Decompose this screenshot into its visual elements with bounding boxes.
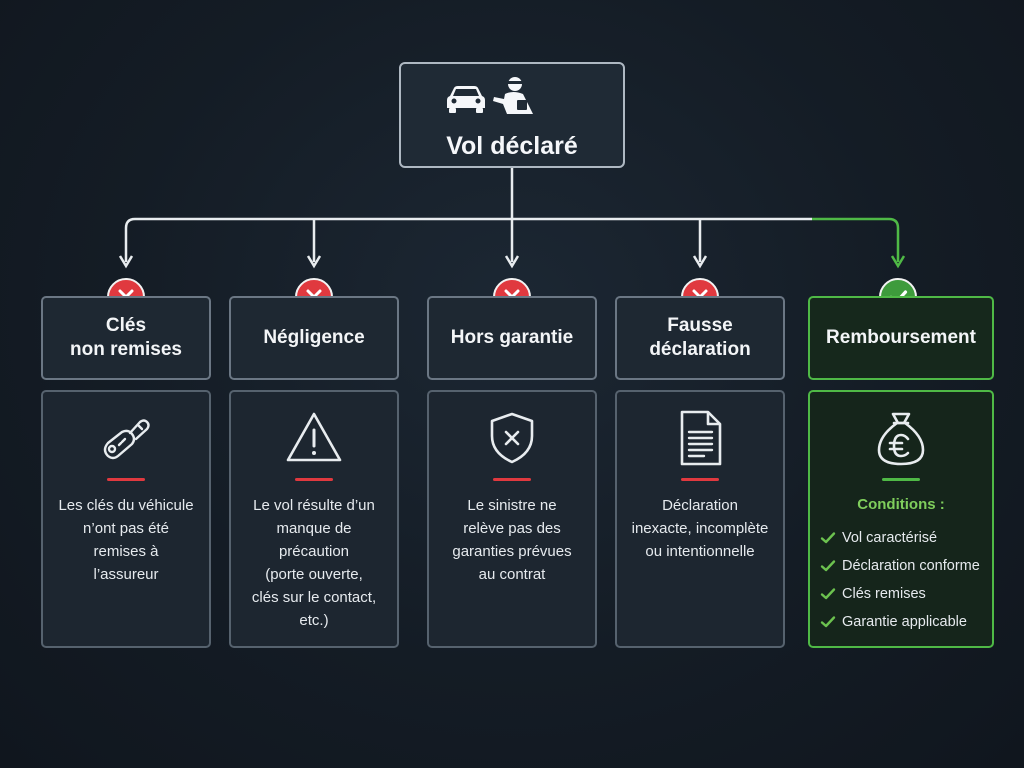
outcome-card-remboursement: Conditions : Vol caractérisé Déclaration… (808, 390, 994, 648)
outcome-description: Les clés du véhicule n’ont pas été remis… (58, 497, 194, 583)
divider (107, 478, 145, 481)
outcome-title-cles-non-remises: Clés non remises (41, 296, 211, 380)
condition-label: Garantie applicable (842, 614, 967, 630)
outcome-title-hors-garantie: Hors garantie (427, 296, 597, 380)
check-icon (820, 588, 836, 600)
condition-item: Déclaration conforme (820, 552, 980, 580)
thief-icon (493, 77, 533, 114)
outcome-description: Le vol résulte d’un manque de précaution… (251, 497, 377, 629)
document-icon (680, 410, 722, 466)
outcome-card-cles-non-remises: Les clés du véhicule n’ont pas été remis… (41, 390, 211, 648)
outcome-card-fausse-declaration: Déclaration inexacte, incomplète ou inte… (615, 390, 785, 648)
root-node: Vol déclaré (399, 62, 625, 168)
car-key-icon (103, 419, 150, 460)
divider (493, 478, 531, 481)
divider (295, 478, 333, 481)
check-icon (820, 532, 836, 544)
outcome-card-hors-garantie: Le sinistre ne relève pas des garanties … (427, 390, 597, 648)
root-icons (447, 77, 533, 114)
condition-item: Vol caractérisé (820, 524, 980, 552)
conditions-list: Vol caractérisé Déclaration conforme Clé… (820, 524, 980, 636)
car-icon (447, 86, 485, 113)
divider (882, 478, 920, 481)
outcome-title-negligence: Négligence (229, 296, 399, 380)
divider (681, 478, 719, 481)
conditions-title: Conditions : (857, 496, 945, 513)
condition-label: Vol caractérisé (842, 530, 938, 546)
outcome-title-fausse-declaration: Fausse déclaration (615, 296, 785, 380)
money-bag-euro-icon (877, 412, 925, 466)
outcome-title-remboursement: Remboursement (808, 296, 994, 380)
condition-item: Clés remises (820, 580, 980, 608)
check-icon (820, 616, 836, 628)
condition-item: Garantie applicable (820, 608, 980, 636)
condition-label: Clés remises (842, 586, 926, 602)
shield-x-icon (490, 412, 534, 464)
check-icon (820, 560, 836, 572)
warning-icon (286, 412, 342, 462)
outcome-description: Le sinistre ne relève pas des garanties … (452, 497, 572, 583)
root-title: Vol déclaré (446, 132, 578, 160)
outcome-description: Déclaration inexacte, incomplète ou inte… (631, 497, 769, 560)
condition-label: Déclaration conforme (842, 558, 980, 574)
outcome-card-negligence: Le vol résulte d’un manque de précaution… (229, 390, 399, 648)
